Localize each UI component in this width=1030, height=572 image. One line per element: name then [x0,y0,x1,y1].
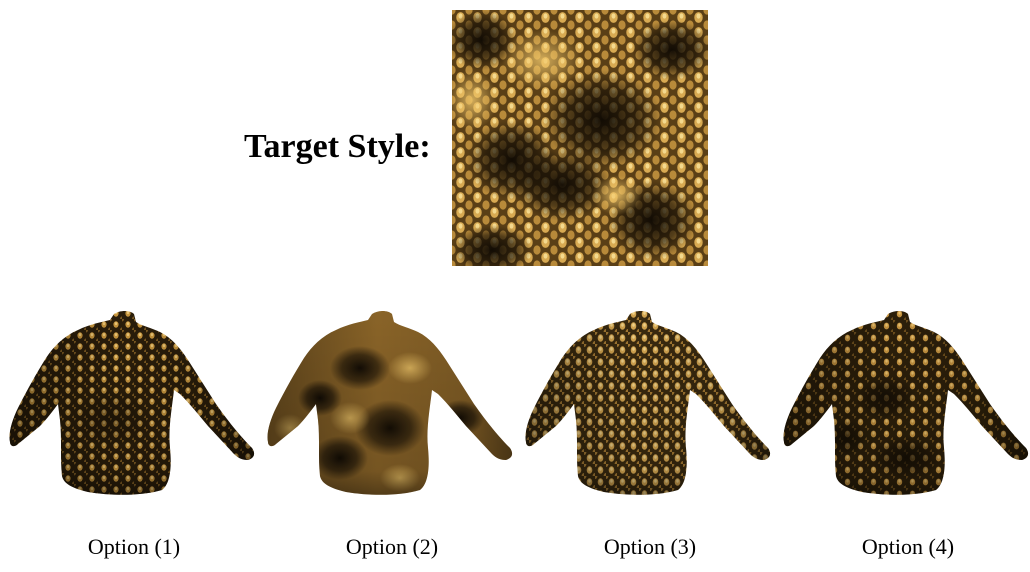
shirt-option-4-render [783,311,1029,495]
option-3-caption: Option (3) [603,534,697,559]
shirt-option-3-render [525,311,771,495]
shirt-option-1-render [9,311,255,495]
target-style-label: Target Style: [244,128,431,165]
option-4-caption: Option (4) [861,534,955,559]
target-style-texture [452,10,708,266]
shirt-option-2-render [267,311,513,495]
option-1-caption: Option (1) [87,534,181,559]
option-2-caption: Option (2) [345,534,439,559]
